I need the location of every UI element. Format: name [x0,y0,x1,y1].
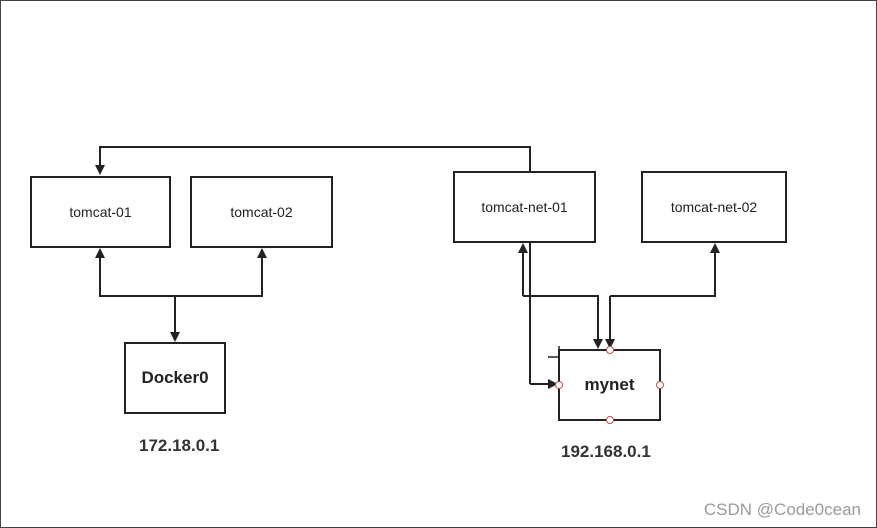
mynet-handle-left[interactable] [555,381,563,389]
node-tomcat-01-label: tomcat-01 [69,204,132,220]
node-docker0[interactable]: Docker0 [124,342,226,414]
link-tomcat01-mynet [95,146,531,384]
node-tomcat-01[interactable]: tomcat-01 [30,176,171,248]
link-docker0-tomcat01 [95,248,175,297]
node-mynet-label: mynet [584,375,635,394]
mynet-handle-top[interactable] [606,346,614,354]
docker0-ip-label: 172.18.0.1 [139,436,220,455]
node-tomcat-net-01[interactable]: tomcat-net-01 [453,171,596,243]
node-tomcat-net-01-label: tomcat-net-01 [481,199,568,215]
node-mynet[interactable]: mynet [558,349,661,421]
watermark: CSDN @Code0cean [703,500,861,519]
mynet-handle-bottom[interactable] [606,416,614,424]
node-docker0-label: Docker0 [141,368,209,387]
node-tomcat-net-02[interactable]: tomcat-net-02 [641,171,787,243]
node-tomcat-02-label: tomcat-02 [230,204,293,220]
node-tomcat-net-02-label: tomcat-net-02 [670,199,758,215]
mynet-ip-label: 192.168.0.1 [561,442,651,461]
node-tomcat-02[interactable]: tomcat-02 [190,176,333,248]
link-mynet-tomcatnet01-down [523,295,603,349]
link-mynet-tomcatnet02-up [610,243,720,297]
link-docker0-tomcat02 [175,248,267,297]
mynet-handle-right[interactable] [656,381,664,389]
